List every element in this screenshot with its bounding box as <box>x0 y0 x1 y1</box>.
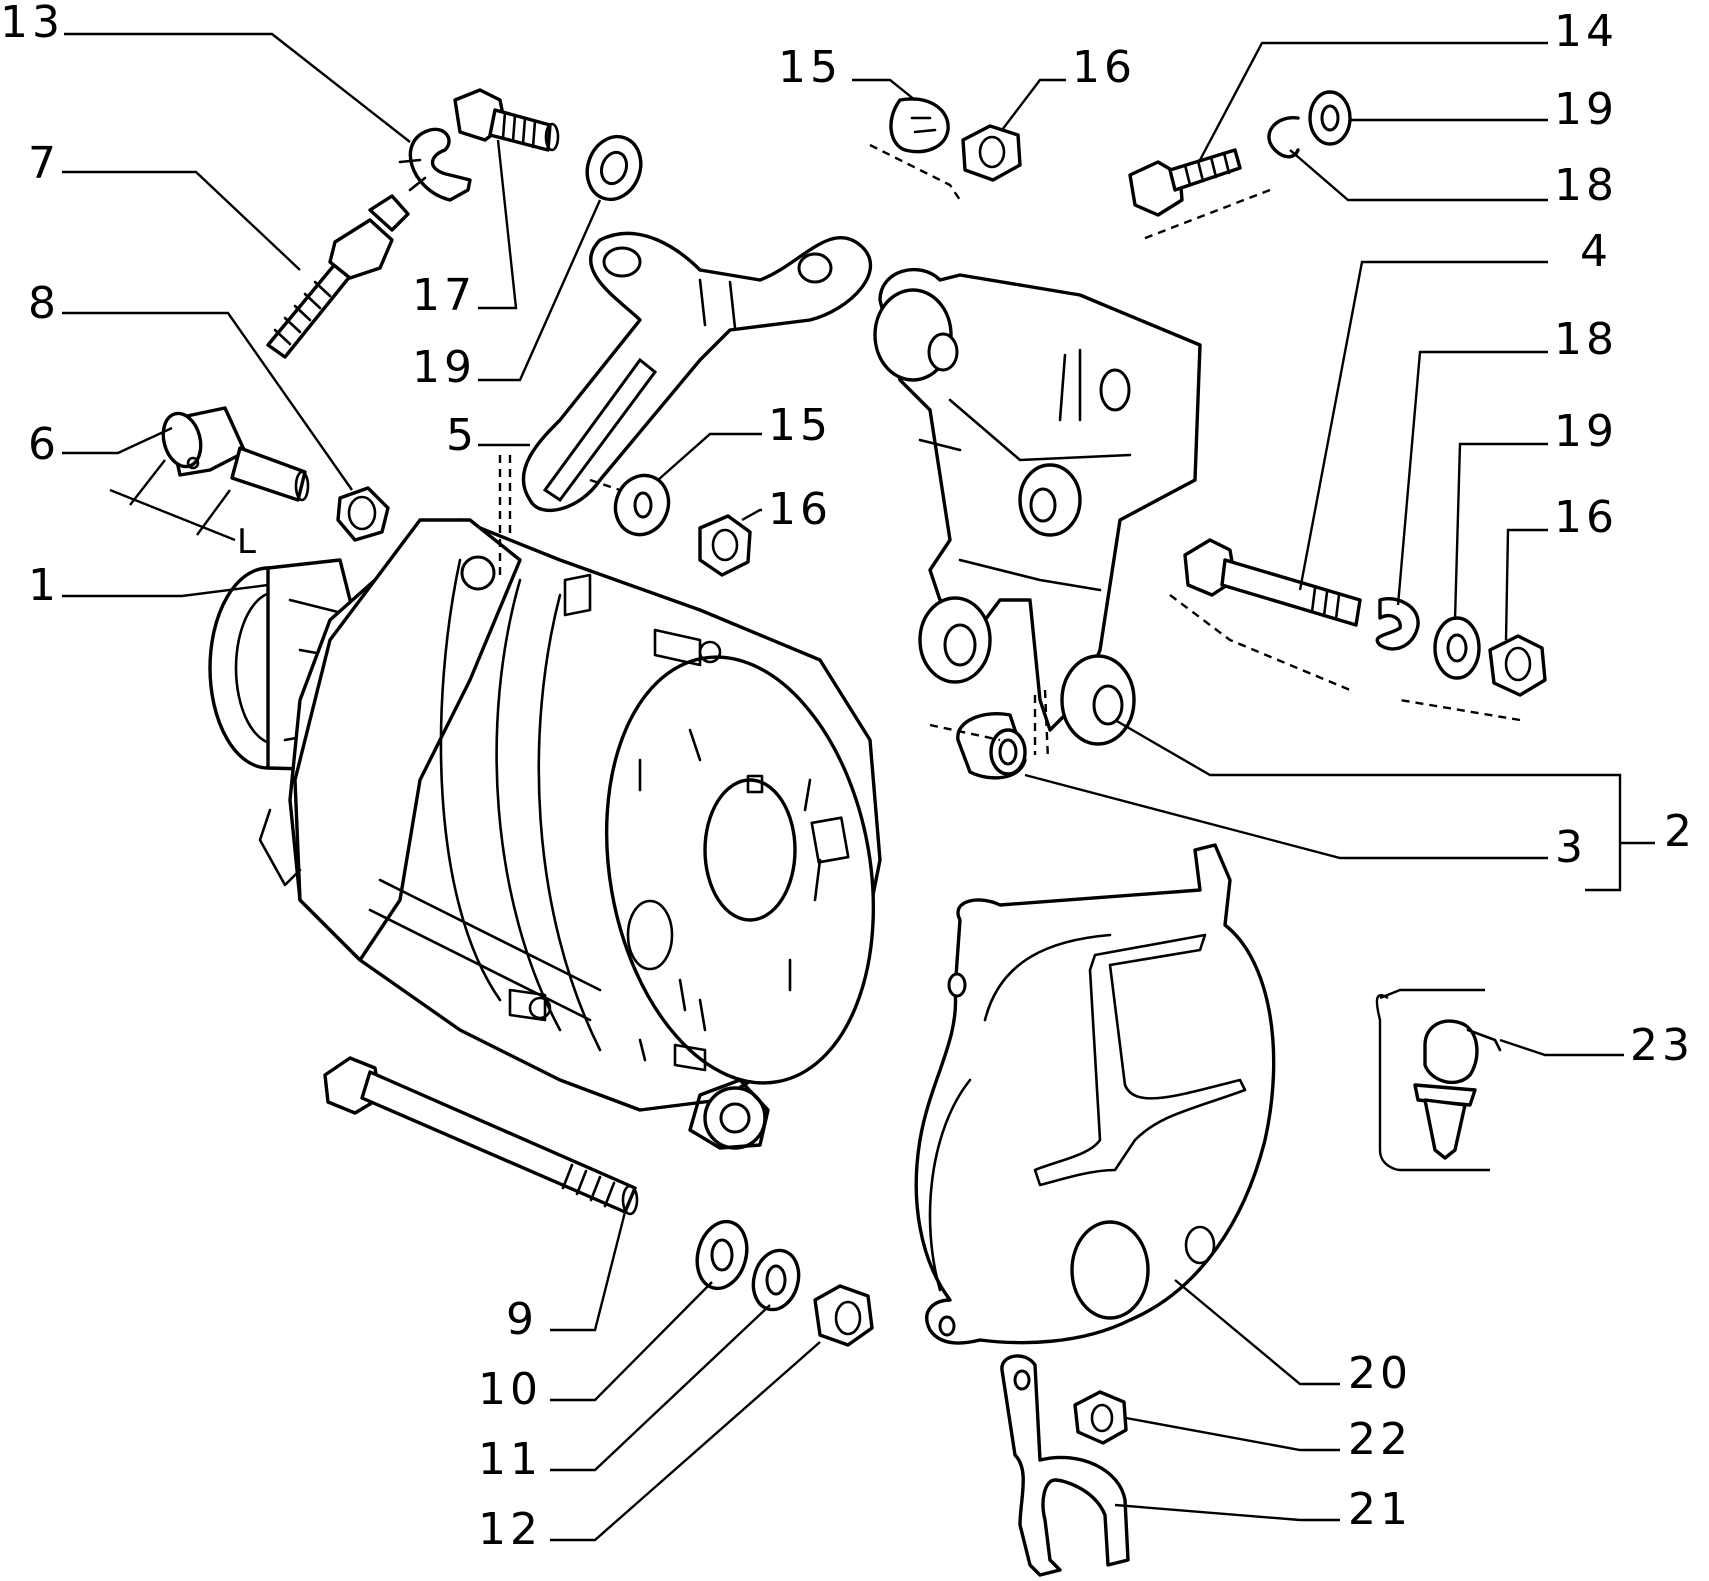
callout-14: 14 <box>1554 6 1618 57</box>
assembly-lines <box>498 143 1521 761</box>
dimension-l-label: L <box>237 522 256 562</box>
spacer-bush <box>956 712 1027 780</box>
callout-16-c: 16 <box>1554 492 1618 543</box>
callout-13: 13 <box>0 0 64 48</box>
clip-18-right <box>1375 597 1420 651</box>
callout-10: 10 <box>478 1364 542 1415</box>
washer-15-mid <box>613 473 671 537</box>
bolt-14 <box>1128 148 1242 217</box>
bolt-17 <box>453 88 560 152</box>
washer-15-top <box>889 97 950 154</box>
callout-5: 5 <box>446 410 478 461</box>
callout-3: 3 <box>1555 822 1587 873</box>
washer-19-top-right <box>1308 90 1352 146</box>
callout-19-c: 19 <box>1554 406 1618 457</box>
callout-21: 21 <box>1348 1484 1412 1535</box>
nut-8 <box>336 486 390 542</box>
callout-9: 9 <box>506 1294 538 1345</box>
callout-20: 20 <box>1348 1348 1412 1399</box>
callout-6: 6 <box>28 419 60 470</box>
callout-4: 4 <box>1580 226 1612 277</box>
callout-7: 7 <box>28 138 60 189</box>
callout-15-a: 15 <box>778 42 842 93</box>
callout-8: 8 <box>28 278 60 329</box>
support-bracket <box>873 268 1202 746</box>
callout-18-a: 18 <box>1554 160 1618 211</box>
leader-lines <box>62 32 1655 1542</box>
clip-18-top <box>1267 116 1300 159</box>
plastic-clip <box>1375 988 1502 1172</box>
washer-19-top <box>585 134 643 202</box>
nut-22 <box>1073 1390 1128 1445</box>
dimension-l: L <box>109 459 256 562</box>
hose-clamp <box>1000 1354 1130 1577</box>
callout-numbers: 13 7 8 6 1 17 19 5 15 16 15 16 14 19 18 … <box>0 0 1696 1555</box>
callout-2: 2 <box>1664 806 1696 857</box>
callout-16-b: 16 <box>768 484 832 535</box>
washer-10 <box>695 1219 749 1291</box>
callout-22: 22 <box>1348 1414 1412 1465</box>
nut-16-mid <box>698 514 752 577</box>
callout-11: 11 <box>478 1434 542 1485</box>
nut-16-right <box>1488 634 1547 697</box>
alternator <box>208 518 882 1150</box>
callout-15-b: 15 <box>768 400 832 451</box>
callout-17: 17 <box>412 270 476 321</box>
adjusting-bracket <box>521 231 873 512</box>
callout-12: 12 <box>478 1504 542 1555</box>
nut-12 <box>813 1284 874 1347</box>
pivot-bolt <box>161 406 310 502</box>
callout-19-b: 19 <box>1554 84 1618 135</box>
stud-bolt <box>266 194 410 359</box>
callout-18-b: 18 <box>1554 314 1618 365</box>
washer-19-right <box>1433 616 1481 680</box>
e-clip <box>398 127 472 202</box>
callout-16-a: 16 <box>1072 42 1136 93</box>
belt-cover <box>914 843 1276 1345</box>
nut-16-top <box>961 124 1022 182</box>
bolt-4 <box>1183 538 1362 627</box>
callout-1: 1 <box>28 560 60 611</box>
callout-23: 23 <box>1630 1020 1694 1071</box>
callout-19-a: 19 <box>412 342 476 393</box>
washer-11 <box>751 1248 801 1312</box>
